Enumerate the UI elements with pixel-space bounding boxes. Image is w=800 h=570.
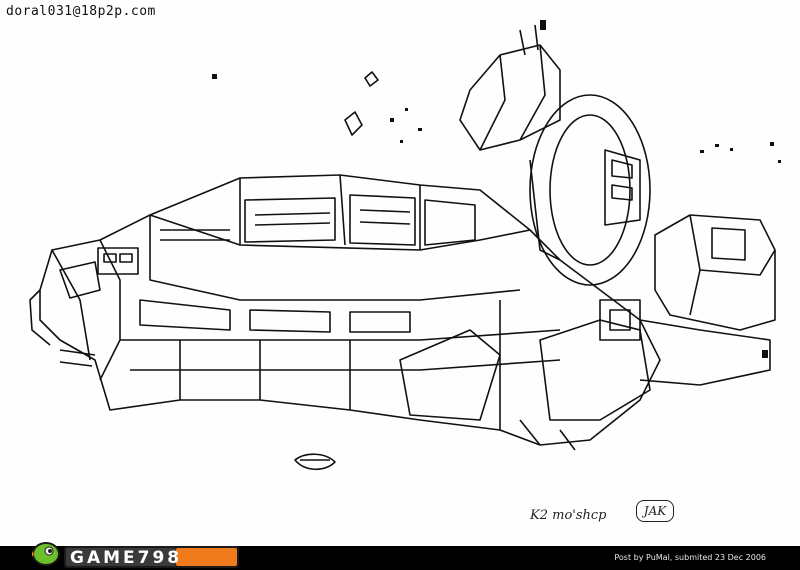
watermark-email: doral031@18p2p.com: [6, 4, 156, 19]
engine-block: [654, 214, 776, 331]
spaceship-sketch: [29, 20, 781, 471]
hull-outline: [39, 174, 661, 446]
logo-text: GAME798: [70, 548, 182, 568]
artist-signature: JAK: [636, 500, 674, 522]
tower-outline: [459, 44, 561, 151]
sketch-caption: K2 mo'shcp: [530, 508, 607, 523]
post-credit: Post by PuMal, submited 23 Dec 2006: [614, 553, 766, 562]
fish-logo-icon: [32, 542, 60, 566]
game798-logo[interactable]: GAME798: [32, 530, 242, 570]
